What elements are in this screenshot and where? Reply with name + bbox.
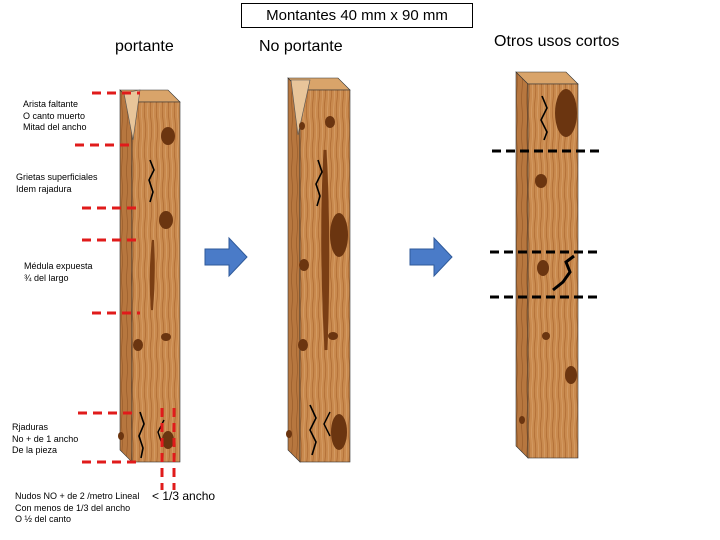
board-side bbox=[287, 77, 301, 463]
knot bbox=[118, 432, 124, 440]
note-rajaduras: Rjaduras No + de 1 ancho De la pieza bbox=[12, 422, 78, 457]
knot bbox=[330, 213, 348, 257]
note-line: Con menos de 1/3 del ancho bbox=[15, 502, 131, 513]
crack bbox=[148, 159, 155, 203]
board-face bbox=[131, 101, 181, 463]
column-label-portante: portante bbox=[115, 38, 174, 55]
cut-lines bbox=[490, 149, 600, 299]
board-otros-usos bbox=[515, 71, 579, 459]
split bbox=[309, 404, 317, 456]
split bbox=[138, 411, 145, 459]
knot bbox=[161, 333, 171, 341]
note-line: Rjaduras bbox=[12, 422, 49, 432]
arrow-right-icon bbox=[204, 236, 248, 278]
note-line: Idem rajadura bbox=[16, 183, 72, 194]
red-dash-markers bbox=[75, 91, 176, 490]
knot bbox=[331, 414, 347, 450]
knot bbox=[537, 260, 549, 276]
column-label-no-portante: No portante bbox=[259, 38, 343, 55]
knot bbox=[555, 89, 577, 137]
split bbox=[552, 254, 575, 292]
note-line: ¾ del largo bbox=[24, 272, 69, 283]
board-side bbox=[515, 71, 529, 459]
pith bbox=[321, 149, 330, 351]
pith bbox=[149, 239, 155, 311]
note-line: Grietas superficiales bbox=[16, 172, 98, 182]
note-line: O ½ del canto bbox=[15, 514, 72, 524]
note-line: Nudos NO + de 2 /metro Lineal bbox=[15, 491, 140, 501]
note-line: Arista faltante bbox=[23, 99, 79, 109]
crack bbox=[540, 95, 548, 141]
note-medula: Médula expuesta ¾ del largo bbox=[24, 261, 93, 284]
wane-wedge bbox=[290, 79, 311, 136]
note-grietas: Grietas superficiales Idem rajadura bbox=[16, 172, 98, 195]
crack bbox=[315, 159, 323, 207]
knot bbox=[565, 366, 577, 384]
knot bbox=[299, 122, 305, 130]
knot bbox=[159, 211, 173, 229]
column-label-otros-usos: Otros usos cortos bbox=[494, 33, 620, 50]
arrow-right-icon bbox=[409, 236, 453, 278]
note-line: No + de 1 ancho bbox=[12, 433, 79, 444]
note-line: Médula expuesta bbox=[24, 261, 93, 271]
note-line: O canto muerto bbox=[23, 110, 86, 121]
knot bbox=[542, 332, 550, 340]
wane-wedge bbox=[123, 89, 141, 141]
note-line: Mitad del ancho bbox=[23, 122, 87, 132]
knot bbox=[519, 416, 525, 424]
note-ancho-label: < 1/3 ancho bbox=[152, 489, 216, 503]
knot bbox=[535, 174, 547, 188]
note-line: De la pieza bbox=[12, 445, 58, 455]
knot bbox=[286, 430, 292, 438]
knot bbox=[328, 332, 338, 340]
note-nudos: Nudos NO + de 2 /metro Lineal Con menos … bbox=[15, 491, 139, 526]
note-arista: Arista faltante O canto muerto Mitad del… bbox=[23, 99, 87, 134]
knot bbox=[162, 431, 174, 449]
diagram-title: Montantes 40 mm x 90 mm bbox=[241, 3, 473, 28]
crack bbox=[323, 411, 331, 437]
knot bbox=[161, 127, 175, 145]
board-no-portante bbox=[286, 77, 351, 463]
knot bbox=[133, 339, 143, 351]
knot bbox=[325, 116, 335, 128]
knot bbox=[299, 259, 309, 271]
knot bbox=[298, 339, 308, 351]
board-portante bbox=[118, 89, 181, 463]
